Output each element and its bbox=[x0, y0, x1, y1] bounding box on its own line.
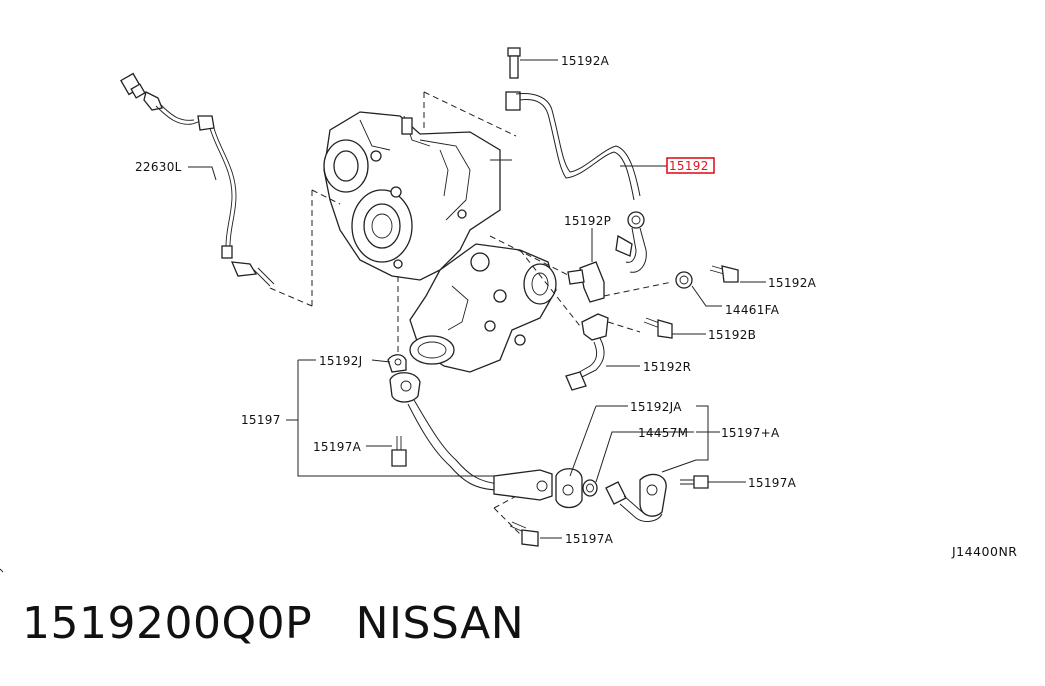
label-14457M: 14457M bbox=[638, 426, 688, 440]
washer-14461FA bbox=[675, 271, 693, 289]
label-15192JA: 15192JA bbox=[630, 400, 682, 414]
part-caption: 1519200Q0P NISSAN bbox=[22, 598, 524, 649]
bolt-15197A-bottom bbox=[509, 521, 539, 547]
part-number: 1519200Q0P bbox=[22, 598, 313, 649]
label-15192P: 15192P bbox=[564, 214, 611, 228]
bolt-15197A-right bbox=[680, 475, 709, 489]
label-15197: 15197 bbox=[241, 413, 281, 427]
highlight-box bbox=[666, 157, 715, 174]
sensor-22630L bbox=[120, 72, 313, 307]
label-15197plusA: 15197+A bbox=[721, 426, 780, 440]
label-22630L: 22630L bbox=[135, 160, 182, 174]
corner-mark bbox=[0, 568, 4, 573]
label-15192A-right: 15192A bbox=[768, 276, 817, 290]
callout-labels: 15192A 15192 22630L 15192P 15192A 14461F… bbox=[135, 54, 817, 546]
tube-15197 bbox=[387, 354, 667, 522]
label-15197A-left: 15197A bbox=[313, 440, 362, 454]
label-15192R: 15192R bbox=[643, 360, 691, 374]
bolt-15192B bbox=[643, 317, 673, 339]
label-15192-highlighted: 15192 bbox=[669, 159, 709, 173]
oil-return-tube-15192R bbox=[565, 261, 609, 391]
exhaust-outlet bbox=[409, 243, 557, 373]
oil-feed-tube-15192 bbox=[505, 47, 647, 273]
turbocharger bbox=[323, 111, 512, 281]
label-14461FA: 14461FA bbox=[725, 303, 780, 317]
brand-name: NISSAN bbox=[355, 598, 525, 649]
bolt-15192A-right bbox=[709, 265, 739, 283]
bolt-15197A-left bbox=[391, 436, 407, 467]
leader-lines bbox=[188, 59, 766, 539]
label-15197A-right: 15197A bbox=[748, 476, 797, 490]
label-15192A-top: 15192A bbox=[561, 54, 610, 68]
label-15192J: 15192J bbox=[319, 354, 363, 368]
label-15192B: 15192B bbox=[708, 328, 756, 342]
diagram-id: J14400NR bbox=[952, 544, 1018, 559]
label-15197A-bottom: 15197A bbox=[565, 532, 614, 546]
